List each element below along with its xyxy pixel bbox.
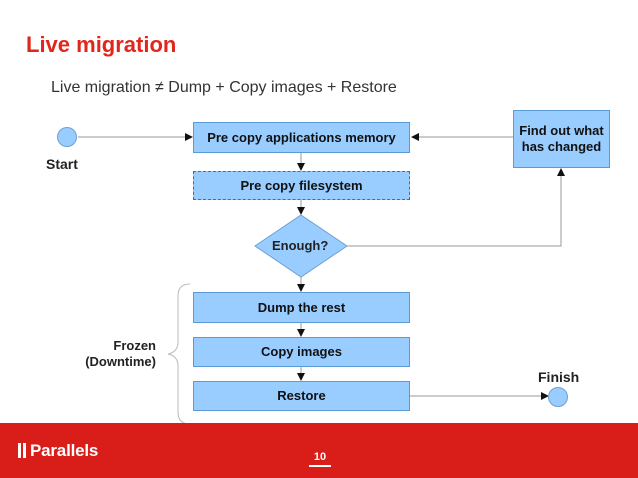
find-out-changed-box: Find out what has changed <box>513 110 610 168</box>
slide-title: Live migration <box>26 32 177 57</box>
enough-label: Enough? <box>272 238 329 253</box>
page-number-underline <box>309 465 331 467</box>
logo-bars-icon <box>18 443 21 458</box>
edge-enough-to-findout <box>347 168 565 247</box>
dump-rest-box: Dump the rest <box>193 292 410 323</box>
parallels-logo: Parallels <box>18 441 98 461</box>
frozen-downtime-label: Frozen (Downtime) <box>85 338 156 369</box>
pre-copy-filesystem-box: Pre copy filesystem <box>193 171 410 200</box>
finish-node <box>548 387 568 407</box>
start-node <box>57 127 77 147</box>
footer-bar: Parallels 10 <box>0 423 638 478</box>
slide-subtitle: Live migration ≠ Dump + Copy images + Re… <box>51 79 397 96</box>
finish-label: Finish <box>538 369 580 385</box>
frozen-brace <box>167 283 191 425</box>
decision-diamond <box>254 214 348 278</box>
logo-bars-icon <box>23 443 26 458</box>
restore-box: Restore <box>193 381 410 411</box>
pre-copy-memory-box: Pre copy applications memory <box>193 122 410 153</box>
start-label: Start <box>46 156 78 172</box>
copy-images-box: Copy images <box>193 337 410 367</box>
page-number: 10 <box>313 451 327 463</box>
logo-text: Parallels <box>30 441 99 460</box>
